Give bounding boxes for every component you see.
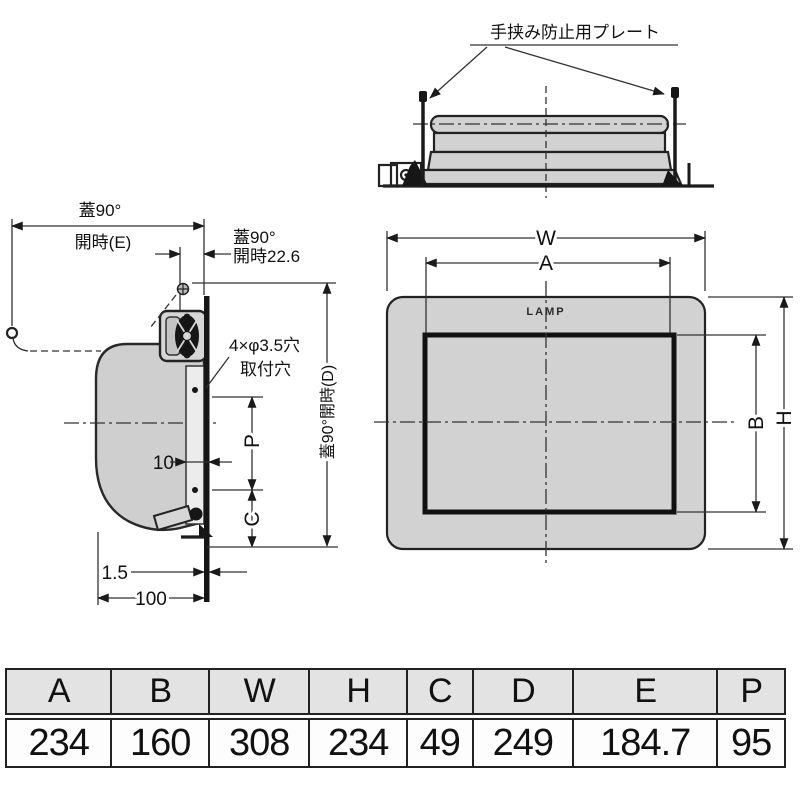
screw-phantom-leader — [149, 294, 177, 329]
dim-h-text: H — [773, 410, 796, 425]
value-cell-d: 249 — [471, 720, 572, 766]
dim-15-text: 1.5 — [102, 563, 128, 584]
left-frame-notch — [377, 163, 399, 188]
lid-band-1 — [432, 131, 667, 154]
lid-band-2 — [426, 150, 673, 172]
header-cell-a: A — [47, 672, 71, 710]
drawing-canvas: 手挟み防止用プレート — [5, 23, 799, 613]
top-view: 手挟み防止用プレート — [377, 23, 714, 198]
label-leader-left — [429, 46, 488, 99]
mounting-hole-bottom — [192, 487, 198, 493]
hinge-cam-dot-bottom — [183, 351, 191, 359]
dim-c-text: C — [241, 511, 264, 526]
pinch-plate-right-tip — [671, 87, 679, 98]
dim-e-text-1: 蓋90° — [79, 201, 122, 220]
header-cell-e: E — [572, 670, 716, 713]
header-cell-p: P — [716, 670, 784, 713]
dim-d-text: 蓋90°開時(D) — [319, 365, 337, 459]
panel-section — [204, 296, 210, 602]
holes-label-2: 取付穴 — [240, 360, 291, 379]
header-cell-w: W — [207, 670, 308, 713]
holes-label-1: 4×φ3.5穴 — [229, 336, 300, 355]
label-leader-right — [504, 46, 665, 96]
latch-lever — [152, 504, 194, 532]
dim-10-text: 10 — [153, 453, 174, 474]
anti-pinch-plate-label: 手挟み防止用プレート — [490, 23, 660, 42]
value-cell-a: 234 — [28, 721, 90, 764]
latch-wedge — [199, 524, 213, 537]
value-cell-e: 184.7 — [572, 720, 716, 766]
lid-opening — [422, 332, 677, 515]
dimension-table: A B W H C D E P 234 160 308 234 49 249 1… — [5, 668, 786, 768]
top-view-body — [377, 86, 714, 198]
dim-b-text: B — [745, 416, 768, 430]
value-cell-h: 234 — [308, 720, 406, 766]
value-cell-p: 95 — [716, 720, 784, 766]
hinge-cam-dot-top — [183, 313, 191, 321]
open-lid-knob — [5, 326, 19, 340]
header-cell-c: C — [405, 670, 472, 713]
holes-leader — [205, 356, 230, 389]
front-view: LAMP W A H B — [374, 224, 799, 566]
header-cell-b: B — [110, 670, 208, 713]
dim-226-text-2: 開時22.6 — [233, 247, 300, 266]
right-foot — [662, 170, 682, 186]
table-value-row: 234 160 308 234 49 249 184.7 95 — [5, 718, 786, 768]
value-cell-b: 160 — [110, 720, 208, 766]
header-cell-d: D — [471, 670, 572, 713]
value-cell-w: 308 — [207, 720, 308, 766]
mounting-hole-top — [192, 387, 198, 393]
dim-100-text: 100 — [135, 589, 167, 610]
side-view: 蓋90° 開時(E) 蓋90° 開時22.6 — [5, 201, 340, 613]
brand-logo: LAMP — [526, 306, 565, 318]
dim-p-text: P — [241, 434, 264, 448]
dim-w-text: W — [536, 227, 556, 250]
dim-a-text: A — [539, 252, 553, 275]
latch-pivot — [189, 507, 203, 521]
pinch-plate-left-tip — [419, 91, 427, 102]
dim-226-text-1: 蓋90° — [233, 228, 276, 247]
lid-flange — [416, 168, 683, 186]
table-header-row: A B W H C D E P — [5, 668, 786, 715]
header-cell-h: H — [308, 670, 406, 713]
value-cell-c: 49 — [405, 720, 472, 766]
lid-body-section — [94, 342, 206, 532]
hinge-cam-center — [181, 330, 193, 342]
dim-e-text-2: 開時(E) — [75, 233, 132, 252]
open-lid-edge — [12, 337, 29, 352]
